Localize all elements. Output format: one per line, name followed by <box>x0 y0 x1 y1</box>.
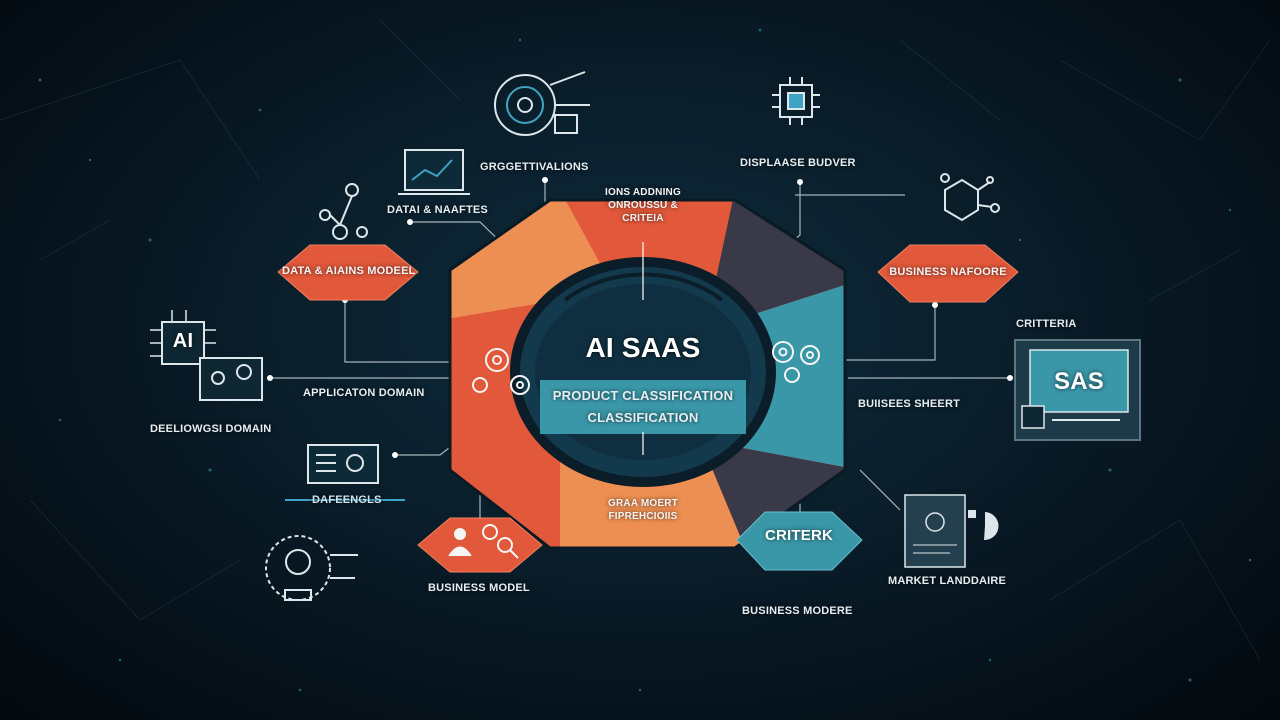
connector-business-nafoore <box>845 305 936 361</box>
market-landscape-icon <box>904 494 999 568</box>
label-business-modere: BUSINESS MODERE <box>742 605 853 617</box>
settings-hub-icon <box>265 535 358 601</box>
connector-market <box>859 469 901 511</box>
center-band <box>540 380 746 434</box>
person-search-icon <box>448 524 519 559</box>
label-market-landdaire: MARKET LANDDAIRE <box>888 575 1007 587</box>
node-business-nafoore <box>877 244 1019 303</box>
laptop-chart-icon <box>398 149 470 195</box>
node-data-ai-model <box>277 244 419 301</box>
label-dafeengls: DAFEENGLS <box>312 494 382 506</box>
label-top-right: DISPLAASE BUDVER <box>740 157 856 169</box>
label-application-domain: APPLICATON DOMAIN <box>303 387 425 399</box>
hex-segment-top-text: IONS ADDNING ONROUSSU & CRITEIA <box>605 187 681 224</box>
center-title: AI SAAS <box>585 332 701 363</box>
target-icon <box>494 71 590 136</box>
connector-data-model <box>344 300 460 363</box>
node-business-nafoore-label: BUSINESS NAFOORE <box>889 266 1007 278</box>
ai-chip-text: AI <box>172 330 194 352</box>
hex-segment-bottom-text: GRAA MOERT FIPREHCIOIIS <box>608 498 678 522</box>
network-nodes-right-icon <box>940 173 1000 222</box>
label-buiisees-sheert: BUIISEES SHEERT <box>858 398 961 410</box>
center-subtitle-line1: PRODUCT CLASSIFICATION <box>552 388 734 403</box>
sas-monitor-text: SAS <box>1054 368 1104 395</box>
label-deelowsi-domain: DEELIOWGSI DOMAIN <box>150 423 272 435</box>
node-data-ai-model-label: DATA & AIAINS MODEEL <box>282 265 416 277</box>
gears-right-icon <box>772 341 820 383</box>
label-business-model: BUSINESS MODEL <box>428 582 530 594</box>
dashboard-laptop-icon <box>285 444 405 501</box>
sas-monitor-icon <box>1014 339 1141 441</box>
network-nodes-left-icon <box>319 183 368 240</box>
label-data-analytics: DATAI & NAAFTES <box>387 204 488 216</box>
node-criterk-label: CRITERK <box>764 527 834 544</box>
node-criterk <box>736 511 863 571</box>
label-criteria: CRITTERIA <box>1016 318 1077 330</box>
chip-icon <box>772 77 820 125</box>
label-top-left: GRGGETTIVALIONS <box>480 161 589 173</box>
node-business-model-icon <box>417 517 543 573</box>
gears-left-icon <box>472 348 530 395</box>
center-subtitle-line2: CLASSIFICATION <box>587 410 699 425</box>
ai-chip-icon <box>150 310 263 401</box>
